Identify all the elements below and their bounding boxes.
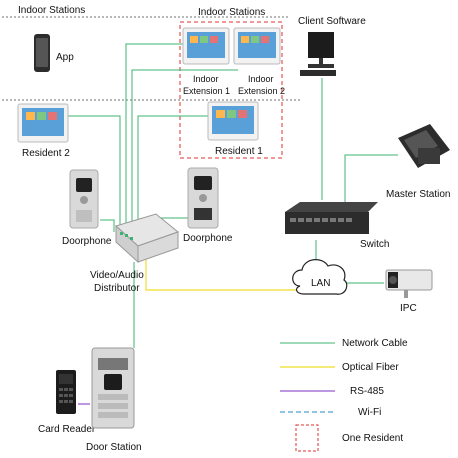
- legend-one-resident-swatch: [295, 424, 319, 452]
- ipc-camera-icon: [385, 269, 433, 298]
- cable-resident2: [68, 115, 121, 230]
- distributor-device: [115, 213, 180, 264]
- indoor-extension-1-device: [182, 27, 230, 65]
- cable-master: [344, 154, 398, 205]
- phone-icon: [34, 34, 50, 72]
- legend-rs485-label: RS-485: [350, 386, 384, 397]
- indoor-stations-top-label: Indoor Stations: [198, 7, 265, 18]
- distributor-label-line1: Video/Audio: [90, 270, 144, 281]
- optical-fiber-lines: [145, 250, 335, 368]
- client-software-label: Client Software: [298, 16, 366, 27]
- distributor-label-line2: Distributor: [94, 283, 140, 294]
- fiber-distributor-lan: [145, 250, 296, 291]
- network-switch-device: [285, 202, 378, 234]
- resident-2-monitor: [17, 103, 69, 143]
- doorphone-right-device: [187, 167, 219, 229]
- resident-1-label: Resident 1: [215, 146, 263, 157]
- doorphone-left-device: [69, 169, 99, 229]
- card-reader-device: [56, 370, 76, 414]
- legend-one-resident-label: One Resident: [342, 433, 403, 444]
- master-station-label: Master Station: [386, 189, 450, 200]
- network-cables: [68, 43, 398, 348]
- lan-cloud-icon: [292, 259, 348, 295]
- indoor-extension-2-device: [233, 27, 281, 65]
- indoor-extension-2-label-line1: Indoor: [248, 74, 274, 84]
- doorphone-right-label: Doorphone: [183, 233, 233, 244]
- legend-network-cable-label: Network Cable: [342, 338, 408, 349]
- cable-extension2: [131, 69, 238, 230]
- switch-label: Switch: [360, 239, 389, 250]
- indoor-extension-1-label-line2: Extension 1: [183, 86, 230, 96]
- lan-label: LAN: [311, 278, 330, 289]
- cable-extension: [125, 43, 184, 230]
- legend-wifi-label: Wi-Fi: [358, 407, 381, 418]
- card-reader-label: Card Reader: [38, 424, 96, 435]
- door-station-label: Door Station: [86, 442, 142, 453]
- one-resident-boundary: [179, 21, 283, 159]
- indoor-stations-left-label: Indoor Stations: [18, 5, 85, 16]
- resident-1-monitor: [207, 101, 259, 141]
- indoor-extension-2-label-line2: Extension 2: [238, 86, 285, 96]
- cable-doorphone-left: [100, 219, 115, 232]
- resident-2-label: Resident 2: [22, 148, 70, 159]
- rs485-lines: [78, 390, 335, 405]
- indoor-extension-1-label-line1: Indoor: [193, 74, 219, 84]
- doorphone-left-label: Doorphone: [62, 236, 112, 247]
- door-station-device: [91, 347, 135, 429]
- ipc-label: IPC: [400, 303, 417, 314]
- app-label: App: [56, 52, 74, 63]
- cable-resident1: [137, 115, 210, 230]
- legend-optical-fiber-label: Optical Fiber: [342, 362, 399, 373]
- master-station-device: [398, 124, 450, 168]
- computer-icon: [300, 32, 336, 76]
